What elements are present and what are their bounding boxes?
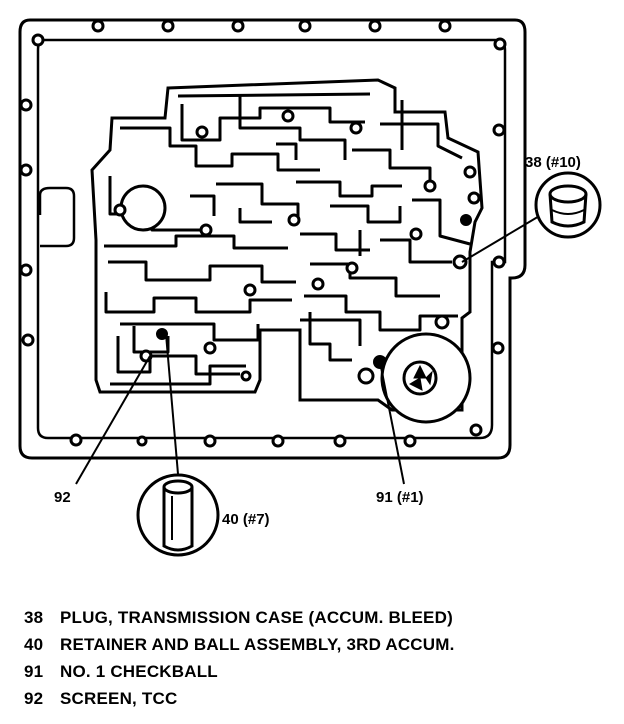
case-bolt-holes xyxy=(19,19,507,448)
legend-number: 38 xyxy=(24,608,44,627)
item-92-leader xyxy=(75,355,151,485)
callout-38: 38 (#10) xyxy=(525,154,581,171)
valve-body-holes xyxy=(113,109,481,382)
legend-item: 91 NO. 1 CHECKBALL xyxy=(24,658,455,685)
legend-text: RETAINER AND BALL ASSEMBLY, 3RD ACCUM. xyxy=(60,635,455,654)
callout-92: 92 xyxy=(54,489,71,506)
legend-text: SCREEN, TCC xyxy=(60,689,178,708)
legend-item: 92 SCREEN, TCC xyxy=(24,685,455,712)
valve-passages xyxy=(104,92,471,386)
legend-text: NO. 1 CHECKBALL xyxy=(60,662,218,681)
item-91-leader xyxy=(379,361,405,485)
accumulator-bore xyxy=(119,184,167,232)
legend-item: 38 PLUG, TRANSMISSION CASE (ACCUM. BLEED) xyxy=(24,604,455,631)
legend-text: PLUG, TRANSMISSION CASE (ACCUM. BLEED) xyxy=(60,608,453,627)
callout-91: 91 (#1) xyxy=(376,489,424,506)
valve-body xyxy=(90,78,484,412)
legend-number: 92 xyxy=(24,689,44,708)
item-38-plug xyxy=(461,171,602,263)
callout-40: 40 (#7) xyxy=(222,511,270,528)
item-40-retainer xyxy=(136,333,220,557)
legend-number: 91 xyxy=(24,662,44,681)
legend-number: 40 xyxy=(24,635,44,654)
parts-legend: 38 PLUG, TRANSMISSION CASE (ACCUM. BLEED)… xyxy=(24,604,455,712)
checkball-seats xyxy=(156,214,472,369)
servo-piston xyxy=(357,332,472,424)
legend-item: 40 RETAINER AND BALL ASSEMBLY, 3RD ACCUM. xyxy=(24,631,455,658)
